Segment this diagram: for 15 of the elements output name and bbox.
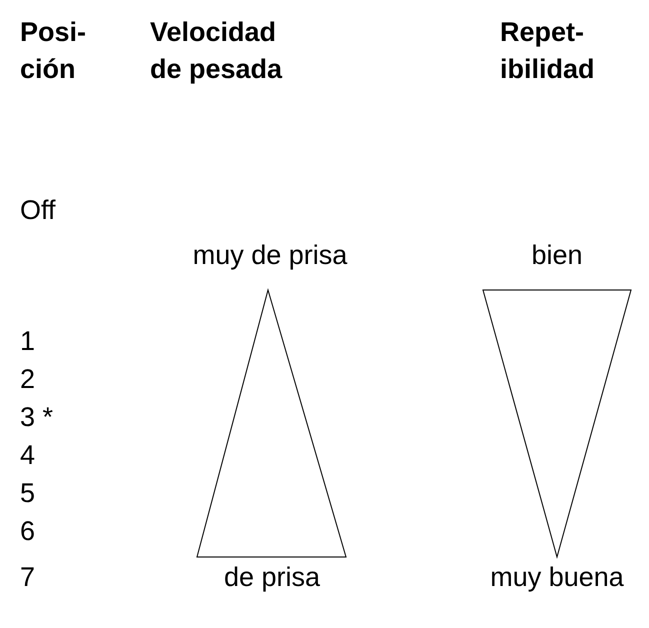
position-number: 4	[20, 440, 36, 470]
position-number: 1	[20, 326, 36, 356]
scale-label: muy de prisa	[192, 240, 348, 270]
row-label: Off	[20, 194, 57, 227]
position-number: 6	[20, 516, 36, 546]
scale-label: de prisa	[222, 562, 322, 592]
column-heading: Velocidad de pesada	[150, 16, 284, 86]
column-heading: Posi- ción	[20, 16, 88, 86]
position-number: 5	[20, 478, 36, 508]
scale-label: muy buena	[489, 562, 625, 592]
scale-label: bien	[530, 240, 584, 270]
column-heading: Repet- ibilidad	[500, 16, 596, 86]
position-number: 7	[20, 562, 36, 592]
position-number: 2	[20, 364, 36, 394]
position-number: 3 *	[20, 402, 54, 432]
